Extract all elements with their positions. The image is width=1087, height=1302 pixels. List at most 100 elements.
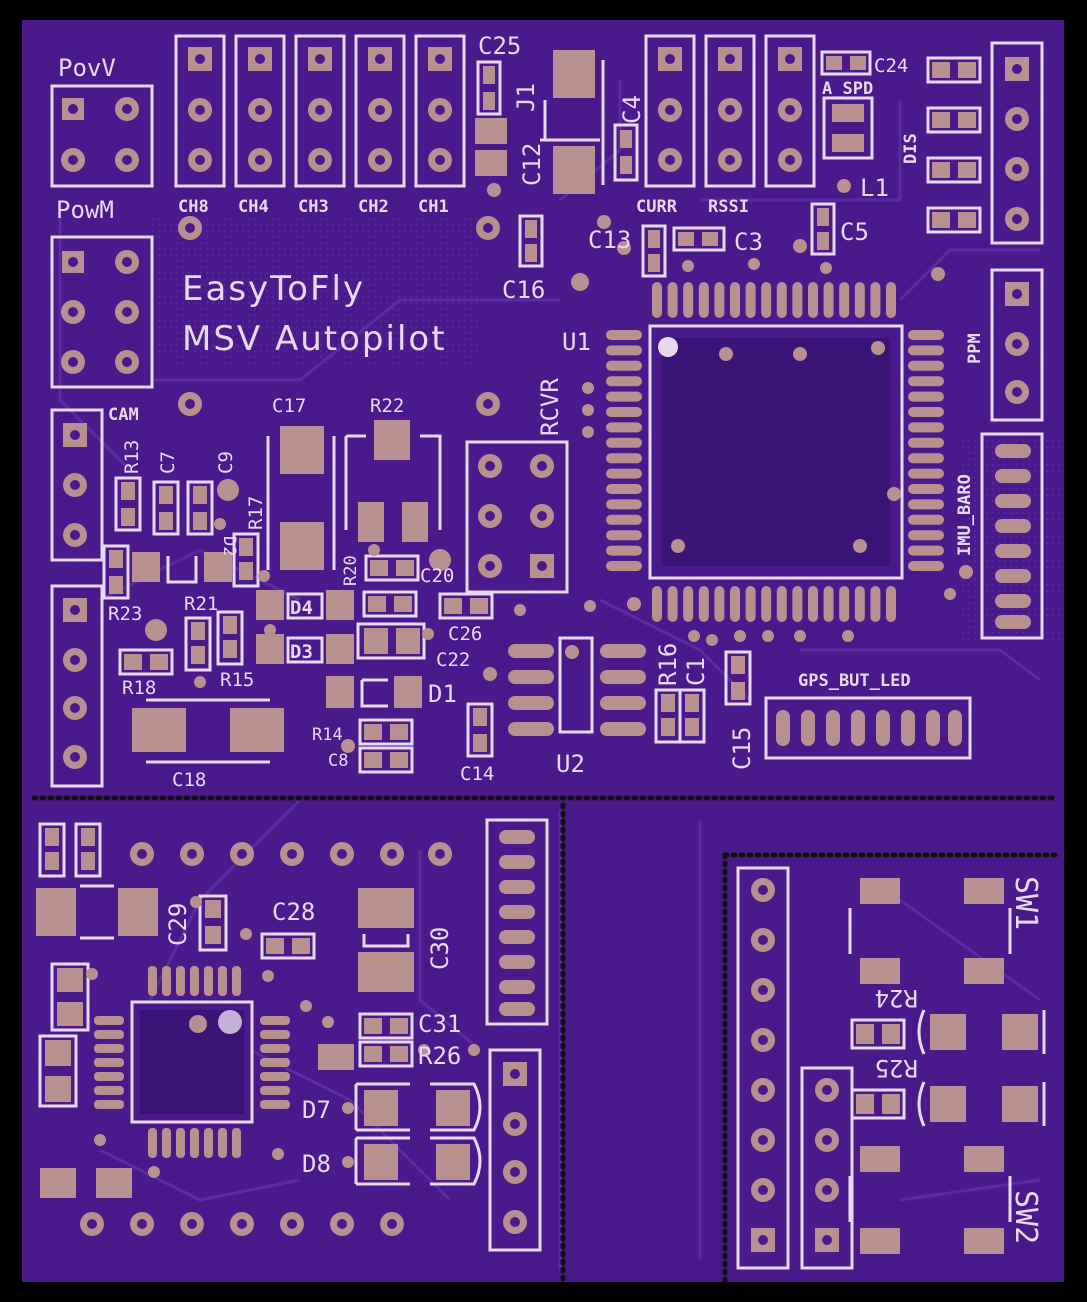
ic-pin [176, 966, 185, 996]
rcvr-header-outline [465, 440, 569, 594]
label-c29: C29 [164, 903, 192, 946]
label-powm: PowM [56, 196, 114, 224]
ic-pin [667, 282, 678, 318]
ic-pin [908, 360, 944, 371]
ic-pin [714, 586, 725, 622]
label-r14: R14 [312, 725, 343, 745]
ic-pin [823, 282, 834, 318]
ic-pin [776, 586, 787, 622]
ic-pin [908, 407, 944, 417]
ic-pin [606, 345, 642, 356]
ic-pin [870, 282, 881, 318]
bottom-left-qfn-ic-outline [130, 1000, 254, 1124]
ic-pin [162, 1128, 171, 1158]
label-r24: R24 [875, 984, 918, 1012]
ic-pin [908, 545, 944, 556]
ic-pin [606, 561, 642, 571]
channel-headers [174, 34, 466, 188]
ic-pin [606, 514, 642, 525]
ic-pin [606, 376, 642, 387]
ic-pin [260, 1100, 290, 1109]
label-d1: D1 [428, 680, 457, 708]
label-r17: R17 [245, 496, 267, 530]
ic-pin [652, 282, 662, 318]
ic-pin [908, 376, 944, 387]
ic-pin [232, 1128, 241, 1158]
ic-pin [190, 966, 199, 996]
imu-baro-header-outline [980, 432, 1044, 640]
ic-pin [854, 282, 865, 318]
ic-pin [606, 330, 642, 340]
label-c13: C13 [588, 226, 631, 254]
label-r15: R15 [220, 669, 254, 691]
ic-pin [886, 586, 896, 622]
ic-pin [606, 422, 642, 433]
label-c12: C12 [518, 143, 546, 186]
label-c30: C30 [426, 927, 454, 970]
board-title-line2: MSV Autopilot [182, 319, 447, 359]
label-c31: C31 [418, 1010, 461, 1038]
label-j1: J1 [512, 83, 540, 112]
ic-pin [260, 1044, 290, 1053]
ic-pin [204, 966, 213, 996]
ic-pin [218, 966, 227, 996]
ic-pin [908, 499, 944, 510]
ic-pin [232, 966, 241, 996]
label-sw1: SW1 [1008, 876, 1043, 930]
label-c14: C14 [460, 763, 494, 785]
ic-pin [908, 514, 944, 525]
label-r20: R20 [341, 555, 361, 586]
cam-header-outline [50, 408, 104, 562]
label-dis: DIS [901, 133, 921, 164]
ic-pin [606, 360, 642, 371]
ic-pin [652, 586, 662, 622]
ic-pin [260, 1086, 290, 1095]
ic-pin [683, 586, 694, 622]
ic-pin [698, 282, 709, 318]
ic-pin [761, 586, 772, 622]
ic-pin [606, 530, 642, 541]
label-c28: C28 [272, 898, 315, 926]
dis-header-outline [990, 41, 1044, 245]
ic-pin [792, 282, 803, 318]
ic-pin [260, 1058, 290, 1067]
label-r16: R16 [654, 643, 682, 686]
ic-pin [218, 1128, 227, 1158]
bottom-right-4pin-header-outline [800, 1066, 854, 1270]
label-c25: C25 [478, 32, 521, 60]
label-ch3: CH3 [298, 197, 329, 217]
ppm-header-outline [990, 268, 1044, 422]
ic-pin [839, 586, 850, 622]
ic-pin [908, 330, 944, 340]
label-r23: R23 [108, 603, 142, 625]
ic-pin [204, 1128, 213, 1158]
board-title-line1: EasyToFly [182, 269, 365, 309]
ic-pin [94, 1016, 124, 1025]
label-c4: C4 [618, 95, 646, 124]
ic-pin [606, 437, 642, 448]
ic-pin [148, 966, 157, 996]
ic-pin [908, 484, 944, 494]
copper-traces [58, 80, 1041, 1270]
curr-rssi-headers [644, 34, 816, 188]
ic-pin [823, 586, 834, 622]
left-4pin-header-outline [50, 584, 104, 788]
label-r18: R18 [122, 677, 156, 699]
label-gps-but-led: GPS_BUT_LED [798, 671, 911, 691]
ic-pin [714, 282, 725, 318]
label-c16: C16 [502, 276, 545, 304]
ic-pin [260, 1072, 290, 1081]
ic-pin [606, 468, 642, 479]
label-d3: D3 [290, 641, 313, 663]
label-ch1: CH1 [418, 197, 449, 217]
label-imu-baro: IMU_BARO [955, 474, 975, 556]
ic-pin [606, 499, 642, 510]
ic-pin [698, 586, 709, 622]
ic-pin [606, 453, 642, 464]
ic-pin [745, 586, 756, 622]
u2-ic-outline [558, 636, 594, 734]
ic-pin [162, 966, 171, 996]
ic-pin [94, 1044, 124, 1053]
label-r21: R21 [184, 593, 218, 615]
